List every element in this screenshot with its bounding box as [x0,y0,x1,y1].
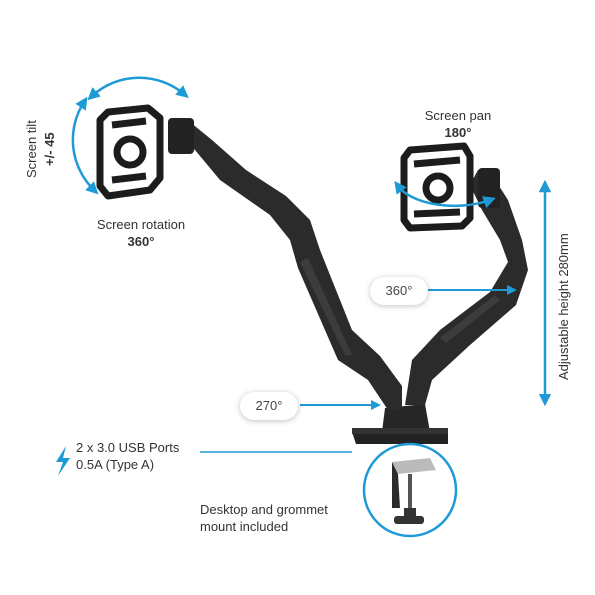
desk-base [352,404,448,444]
mount-label-line1: Desktop and grommet [200,502,328,517]
screen-pan-label: Screen pan [424,108,492,123]
base-rotation-badge: 270° [240,392,298,420]
screen-rotation-label: Screen rotation [96,217,186,232]
usb-power-label: 0.5A (Type A) [76,457,155,472]
left-arm [168,118,402,410]
adjustable-height-label: Adjustable height 280mm [556,233,571,380]
screen-rotation-value: 360° [127,234,155,249]
mount-label-line2: mount included [200,519,289,534]
screen-tilt-label: Screen tilt [24,120,39,178]
clamp-icon [362,442,458,538]
screen-tilt-value: +/- 45 [42,132,57,166]
screen-pan-value: 180° [444,125,472,140]
rotation-arrow-icon [71,76,496,209]
right-vesa-plate-icon [400,142,474,232]
usb-ports-label: 2 x 3.0 USB Ports [76,440,180,455]
lightning-icon [56,446,70,476]
arm-rotation-badge: 360° [370,277,428,305]
left-vesa-plate-icon [96,104,164,200]
